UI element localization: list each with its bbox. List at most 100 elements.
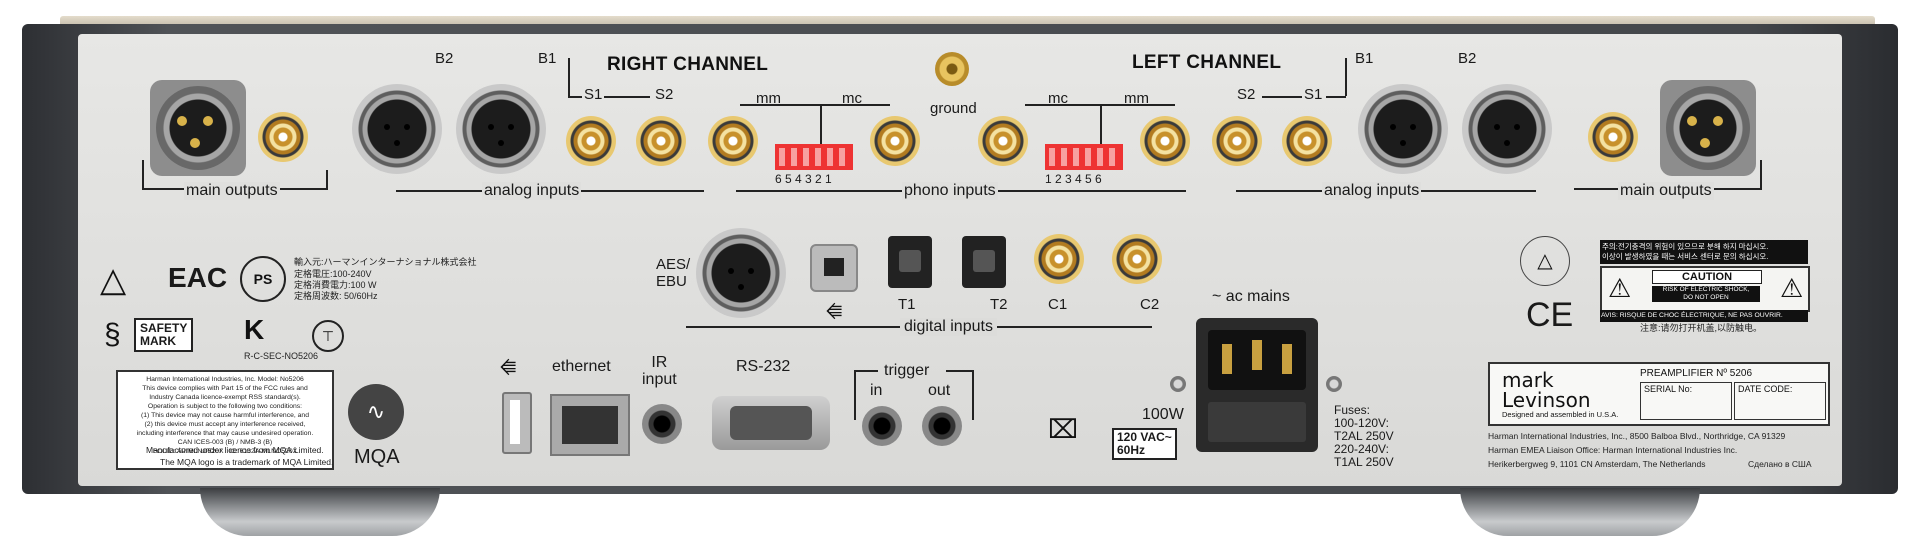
- rs232-port[interactable]: [712, 396, 830, 450]
- model-number: PREAMPLIFIER Nº 5206: [1640, 368, 1753, 379]
- chinese-warning: 注意:请勿打开机盖,以防触电。: [1640, 323, 1763, 333]
- rca-input-s1-left[interactable]: [1282, 116, 1332, 166]
- usb-icon: ⭅: [826, 302, 843, 322]
- mqa-licence-2: The MQA logo is a trademark of MQA Limit…: [160, 457, 334, 467]
- xlr-input-b1-right[interactable]: [456, 84, 546, 174]
- right-channel-header: RIGHT CHANNEL: [607, 54, 769, 75]
- label-phono-inputs: phono inputs: [902, 182, 998, 200]
- serial-field: SERIAL No:: [1640, 382, 1732, 420]
- xlr-input-b2-left[interactable]: [1462, 84, 1552, 174]
- usb-icon-ethernet: ⭅: [500, 358, 517, 378]
- label-trigger-out: out: [928, 382, 951, 399]
- made-in-usa-ru: Сделано в США: [1748, 459, 1812, 469]
- trigger-out-jack[interactable]: [922, 406, 962, 446]
- rcm-mark-icon: △: [100, 261, 127, 299]
- ce-mark: CE: [1526, 296, 1574, 334]
- coax-input-c2[interactable]: [1112, 234, 1162, 284]
- label-mc: mc: [842, 90, 862, 107]
- label-ir-input: IR input: [642, 354, 677, 388]
- kc-code: R-C-SEC-NO5206: [244, 351, 319, 361]
- safety-s-icon: §: [104, 318, 121, 351]
- label-s1-left: S1: [1304, 86, 1323, 103]
- jp-rating-hz: 定格周波数: 50/60Hz: [294, 291, 378, 301]
- optical-input-t1[interactable]: [888, 236, 932, 288]
- mqa-licence-1: Manufactured under licence from MQA Limi…: [146, 445, 324, 455]
- label-s1: S1: [584, 86, 603, 103]
- csa-certification-icon: △: [1520, 236, 1570, 286]
- rca-input-s2-left[interactable]: [1212, 116, 1262, 166]
- label-ethernet: ethernet: [552, 358, 611, 375]
- caution-label: ⚠ ⚠ CAUTION RISK OF ELECTRIC SHOCK, DO N…: [1600, 266, 1810, 312]
- ground-terminal[interactable]: [935, 52, 969, 86]
- address-line-1: Harman International Industries, Inc., 8…: [1488, 431, 1786, 441]
- kc-mark-icon: K: [244, 314, 265, 345]
- xlr-aes-ebu-input[interactable]: [696, 228, 786, 318]
- fcc-compliance-box: Harman International Industries, Inc. Mo…: [116, 370, 334, 470]
- trigger-in-jack[interactable]: [862, 406, 902, 446]
- rca-phono-mm-right[interactable]: [708, 116, 758, 166]
- ir-input-jack[interactable]: [642, 404, 682, 444]
- lightning-warning-icon: ⚠: [1608, 273, 1632, 303]
- label-analog-inputs-left: analog inputs: [1322, 182, 1422, 200]
- model-plate: mark Levinson Designed and assembled in …: [1488, 362, 1830, 426]
- label-t2: T2: [990, 296, 1008, 313]
- ac-power-inlet[interactable]: [1196, 318, 1318, 452]
- dip-switch-right[interactable]: [775, 144, 853, 170]
- label-ac-mains: ~ ac mains: [1212, 288, 1290, 305]
- label-mm: mm: [756, 90, 781, 107]
- avis-warning: AVIS: RISQUE DE CHOC ÉLECTRIQUE, NE PAS …: [1600, 310, 1808, 322]
- jp-rating-w: 定格消費電力:100 W: [294, 280, 377, 290]
- label-aes-ebu: AES/ EBU: [656, 256, 691, 290]
- rca-phono-mm-left[interactable]: [1140, 116, 1190, 166]
- dip-switch-left[interactable]: [1045, 144, 1123, 170]
- xlr-main-output-right[interactable]: [150, 80, 246, 176]
- label-s2: S2: [655, 86, 674, 103]
- dip-right-numbers: 6 5 4 3 2 1: [775, 172, 832, 186]
- designed-in-usa: Designed and assembled in U.S.A.: [1502, 410, 1619, 419]
- rca-main-output-right[interactable]: [258, 112, 308, 162]
- label-main-outputs-right: main outputs: [184, 182, 280, 200]
- label-mc-left: mc: [1048, 90, 1068, 107]
- coax-input-c1[interactable]: [1034, 234, 1084, 284]
- label-rs232: RS-232: [736, 358, 791, 375]
- label-fuses: Fuses: 100-120V: T2AL 250V 220-240V: T1A…: [1334, 403, 1394, 469]
- xlr-input-b2-right[interactable]: [352, 84, 442, 174]
- label-c2: C2: [1140, 296, 1160, 313]
- label-b1-left: B1: [1355, 50, 1374, 67]
- usb-a-port[interactable]: [502, 392, 532, 454]
- address-line-2: Harman EMEA Liaison Office: Harman Inter…: [1488, 445, 1738, 455]
- rca-phono-mc-right[interactable]: [870, 116, 920, 166]
- label-voltage: 120 VAC~ 60Hz: [1112, 428, 1177, 460]
- rca-input-s2-right[interactable]: [636, 116, 686, 166]
- weee-bin-icon: ⌧: [1048, 414, 1078, 444]
- pse-mark-icon: PS: [240, 256, 286, 302]
- label-t1: T1: [898, 296, 916, 313]
- jp-rating-v: 定格電圧:100-240V: [294, 269, 372, 279]
- rca-phono-mc-left[interactable]: [978, 116, 1028, 166]
- brand-mark: mark: [1502, 368, 1554, 392]
- usb-b-input[interactable]: [810, 244, 858, 292]
- label-s2-left: S2: [1237, 86, 1256, 103]
- xlr-input-b1-left[interactable]: [1358, 84, 1448, 174]
- xlr-main-output-left[interactable]: [1660, 80, 1756, 176]
- mqa-logo-text: MQA: [354, 446, 400, 468]
- optical-input-t2[interactable]: [962, 236, 1006, 288]
- label-c1: C1: [1048, 296, 1068, 313]
- label-main-outputs-left: main outputs: [1618, 182, 1714, 200]
- brand-levinson: Levinson: [1502, 388, 1591, 412]
- label-trigger: trigger: [884, 362, 930, 379]
- jp-importer: 輸入元:ハーマンインターナショナル株式会社: [294, 257, 477, 267]
- rca-input-s1-right[interactable]: [566, 116, 616, 166]
- exclamation-warning-icon: ⚠: [1780, 273, 1804, 303]
- telec-mark-icon: ⊤: [312, 320, 344, 352]
- label-mm-left: mm: [1124, 90, 1149, 107]
- label-ground: ground: [930, 100, 977, 117]
- label-digital-inputs: digital inputs: [900, 318, 997, 336]
- label-analog-inputs-right: analog inputs: [482, 182, 582, 200]
- rca-main-output-left[interactable]: [1588, 112, 1638, 162]
- mqa-wave-icon: ∿: [348, 384, 404, 440]
- right-foot: [1460, 488, 1700, 536]
- label-100w: 100W: [1142, 406, 1184, 423]
- ethernet-port[interactable]: [550, 394, 630, 456]
- left-foot: [200, 488, 440, 536]
